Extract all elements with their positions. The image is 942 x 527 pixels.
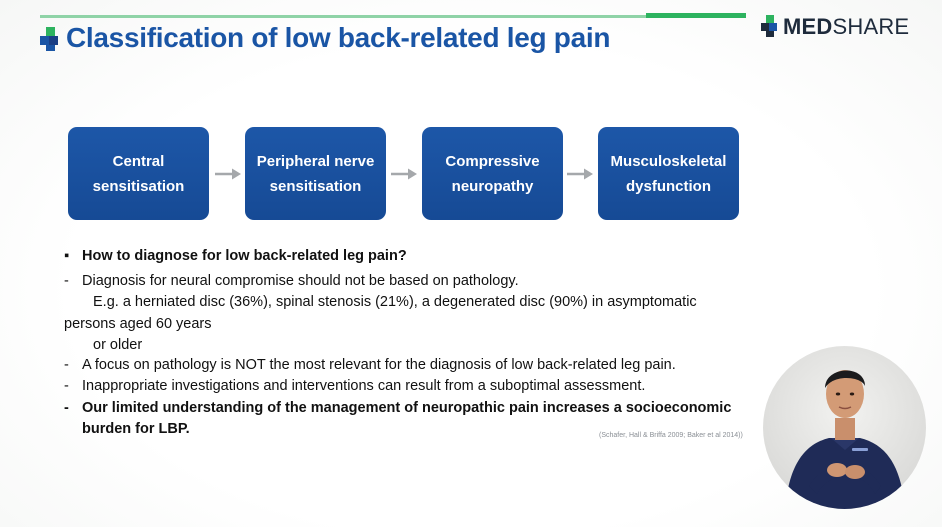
dash-marker: - bbox=[64, 378, 69, 394]
medshare-logo: MEDSHARE bbox=[761, 14, 909, 40]
example-text: persons aged 60 years bbox=[64, 316, 212, 332]
bullet-text: Diagnosis for neural compromise should n… bbox=[82, 273, 519, 289]
logo-text-bold: MED bbox=[783, 14, 833, 39]
presenter-figure bbox=[785, 370, 905, 509]
flow-step-line1: Compressive bbox=[445, 152, 540, 170]
flow-step-compressive-neuropathy: Compressive neuropathy bbox=[422, 127, 563, 220]
top-divider bbox=[40, 15, 746, 18]
flow-step-line2: dysfunction bbox=[625, 177, 711, 195]
bullet-text: Our limited understanding of the managem… bbox=[82, 400, 732, 416]
flow-step-central-sensitisation: Central sensitisation bbox=[68, 127, 209, 220]
dash-marker: - bbox=[64, 273, 69, 289]
dash-marker: - bbox=[64, 357, 69, 373]
dash-marker: - bbox=[64, 400, 69, 416]
bullet-text: A focus on pathology is NOT the most rel… bbox=[82, 357, 676, 373]
flow-step-line1: Musculoskeletal bbox=[610, 152, 727, 170]
top-divider-accent bbox=[646, 13, 746, 18]
square-bullet-icon: ▪ bbox=[64, 248, 70, 264]
arrow-right-icon bbox=[215, 168, 241, 180]
cross-mark-icon bbox=[40, 25, 62, 51]
flow-step-line1: Central bbox=[112, 152, 165, 170]
flow-step-line2: sensitisation bbox=[92, 177, 185, 195]
citation-text: (Schafer, Hall & Briffa 2009; Baker et a… bbox=[599, 432, 743, 439]
logo-text-light: SHARE bbox=[832, 14, 910, 39]
flow-step-peripheral-nerve-sensitisation: Peripheral nerve sensitisation bbox=[245, 127, 386, 220]
example-text: E.g. a herniated disc (36%), spinal sten… bbox=[93, 294, 697, 310]
slide-title: Classification of low back-related leg p… bbox=[66, 22, 611, 53]
arrow-right-icon bbox=[391, 168, 417, 180]
section-heading-text: How to diagnose for low back-related leg… bbox=[82, 248, 407, 264]
example-text: or older bbox=[93, 337, 143, 353]
flow-step-line1: Peripheral nerve bbox=[256, 152, 375, 170]
title-block: Classification of low back-related leg p… bbox=[40, 22, 610, 54]
flow-step-musculoskeletal-dysfunction: Musculoskeletal dysfunction bbox=[598, 127, 739, 220]
arrow-right-icon bbox=[567, 168, 593, 180]
presenter-video bbox=[763, 346, 926, 509]
medshare-logo-icon bbox=[761, 15, 781, 39]
flow-step-line2: sensitisation bbox=[269, 177, 362, 195]
flow-step-line2: neuropathy bbox=[451, 177, 534, 195]
logo-wordmark: MEDSHARE bbox=[783, 14, 909, 40]
bullet-text-continued: burden for LBP. bbox=[82, 421, 190, 437]
bullet-text: Inappropriate investigations and interve… bbox=[82, 378, 646, 394]
